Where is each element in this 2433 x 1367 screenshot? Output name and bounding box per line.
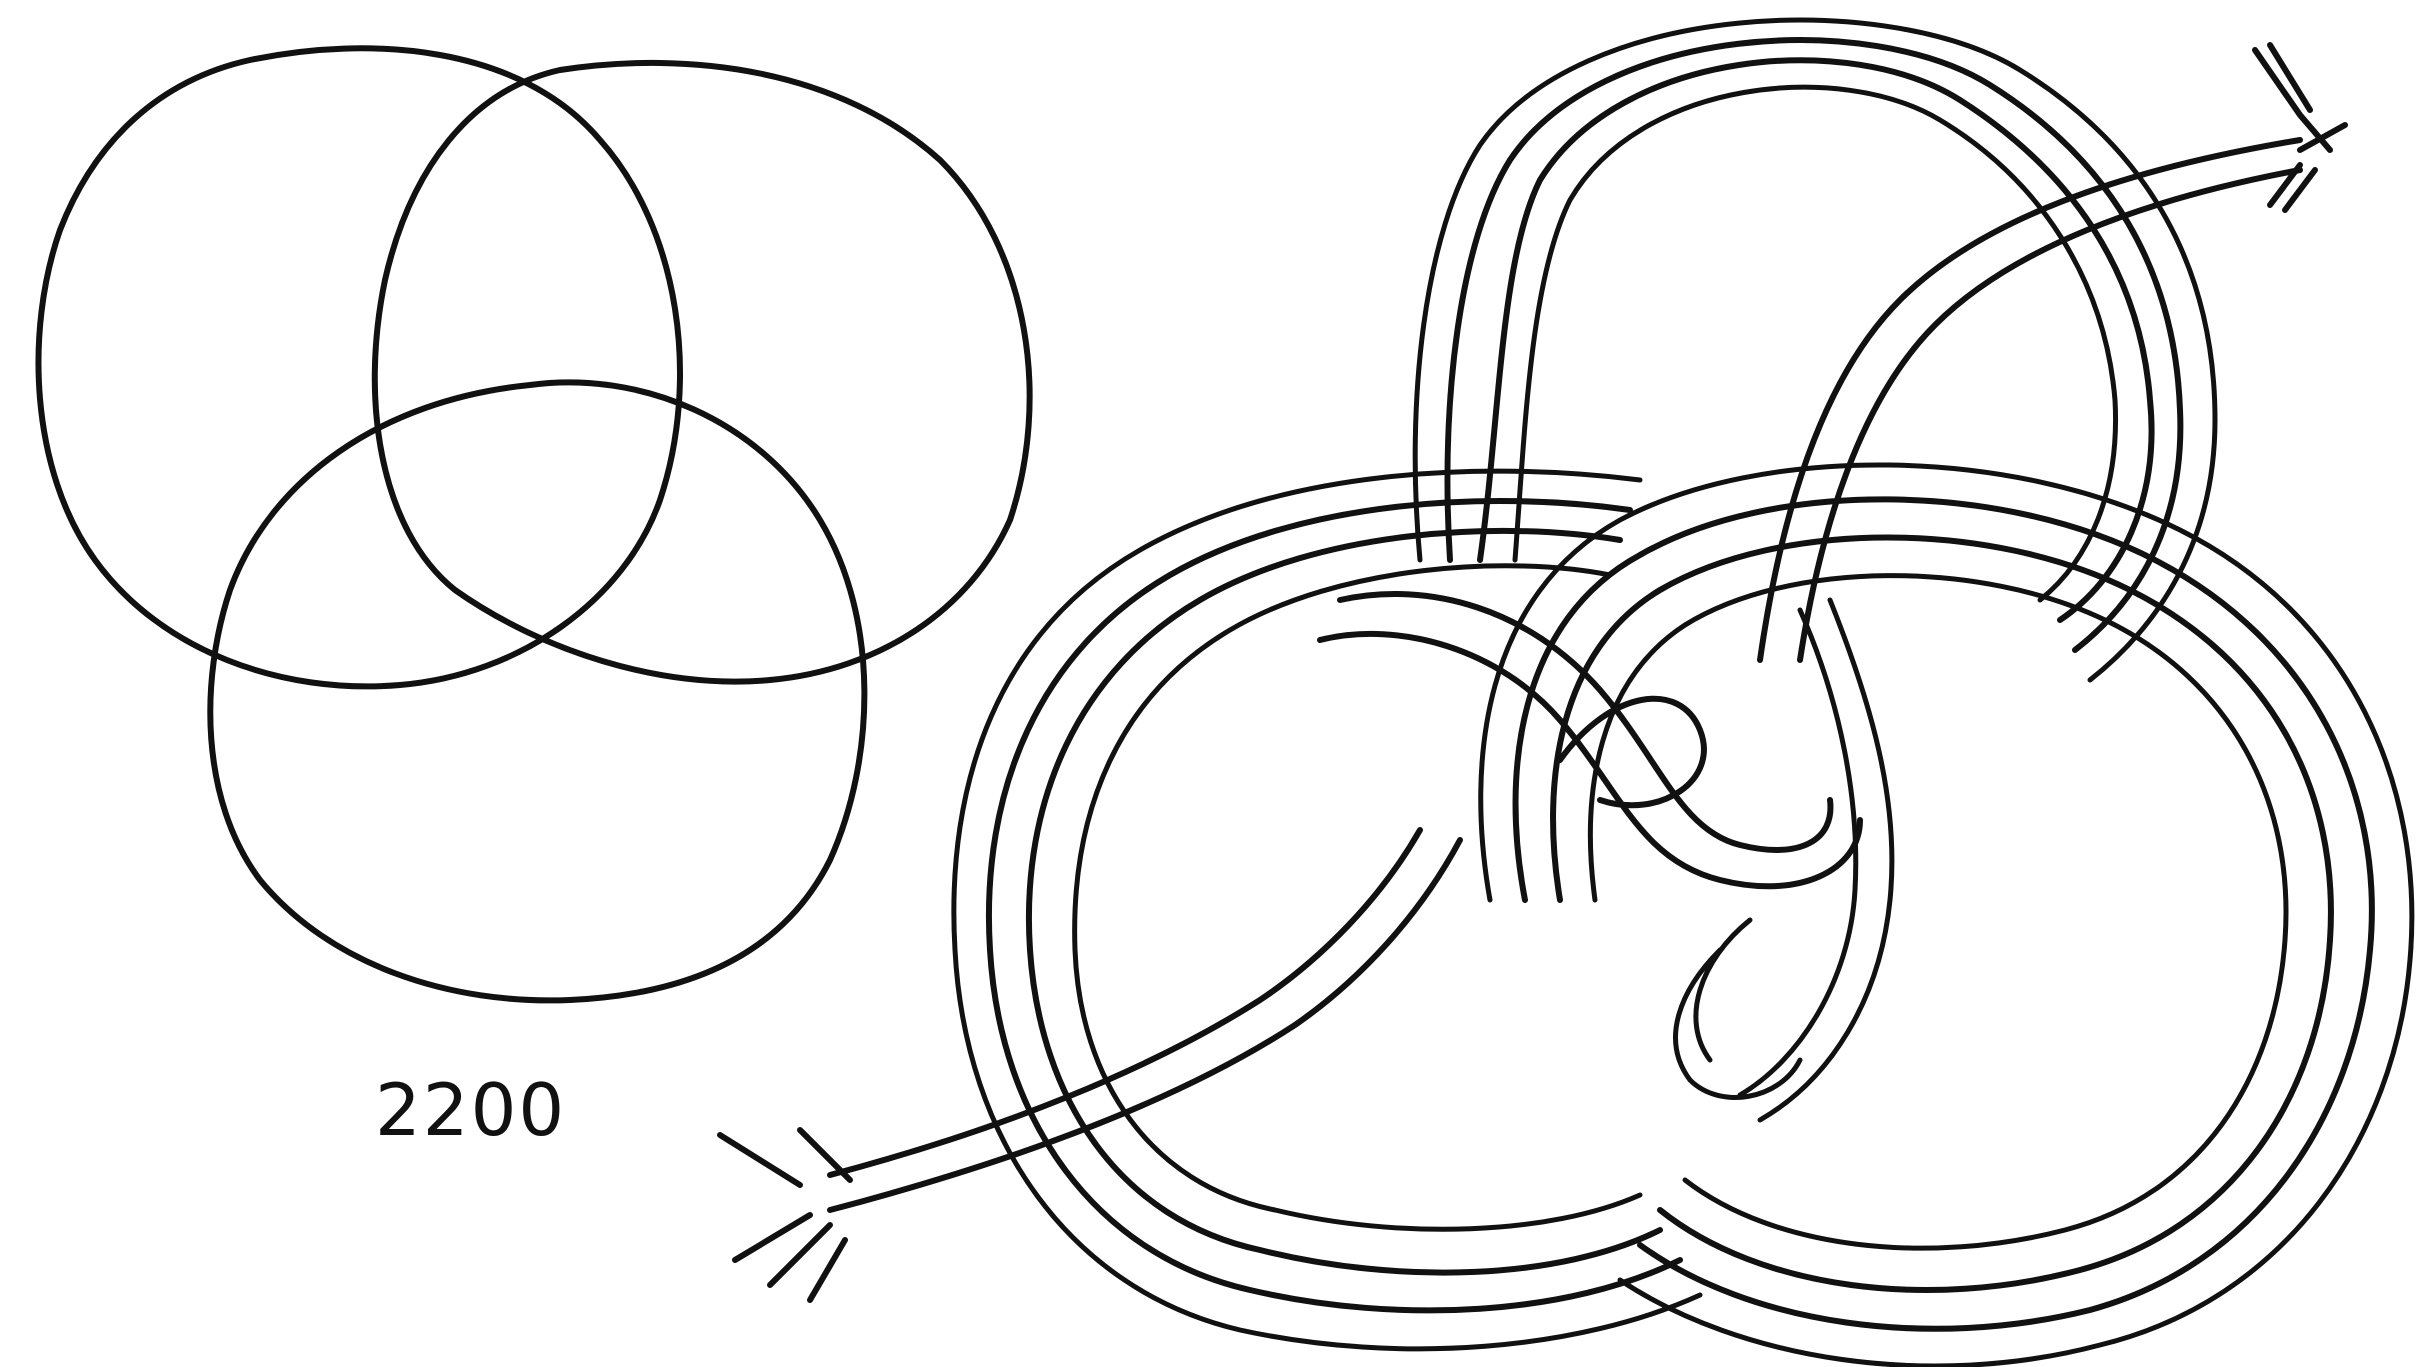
rope-standing-end-lower	[720, 830, 1460, 1300]
frayed-end-lower	[720, 1130, 850, 1300]
rope-right-loop	[1481, 465, 2412, 1366]
rope-left-loop	[954, 471, 1700, 1349]
circle-upper-right	[375, 63, 1030, 682]
circle-upper-left	[38, 48, 680, 686]
figure-number: 2200	[375, 1068, 566, 1152]
circle-lower	[210, 382, 864, 1000]
frayed-end-upper	[2255, 45, 2345, 210]
three-circle-diagram	[38, 48, 1029, 1000]
rope-knot	[720, 20, 2412, 1366]
rope-standing-end-upper	[1760, 45, 2345, 660]
